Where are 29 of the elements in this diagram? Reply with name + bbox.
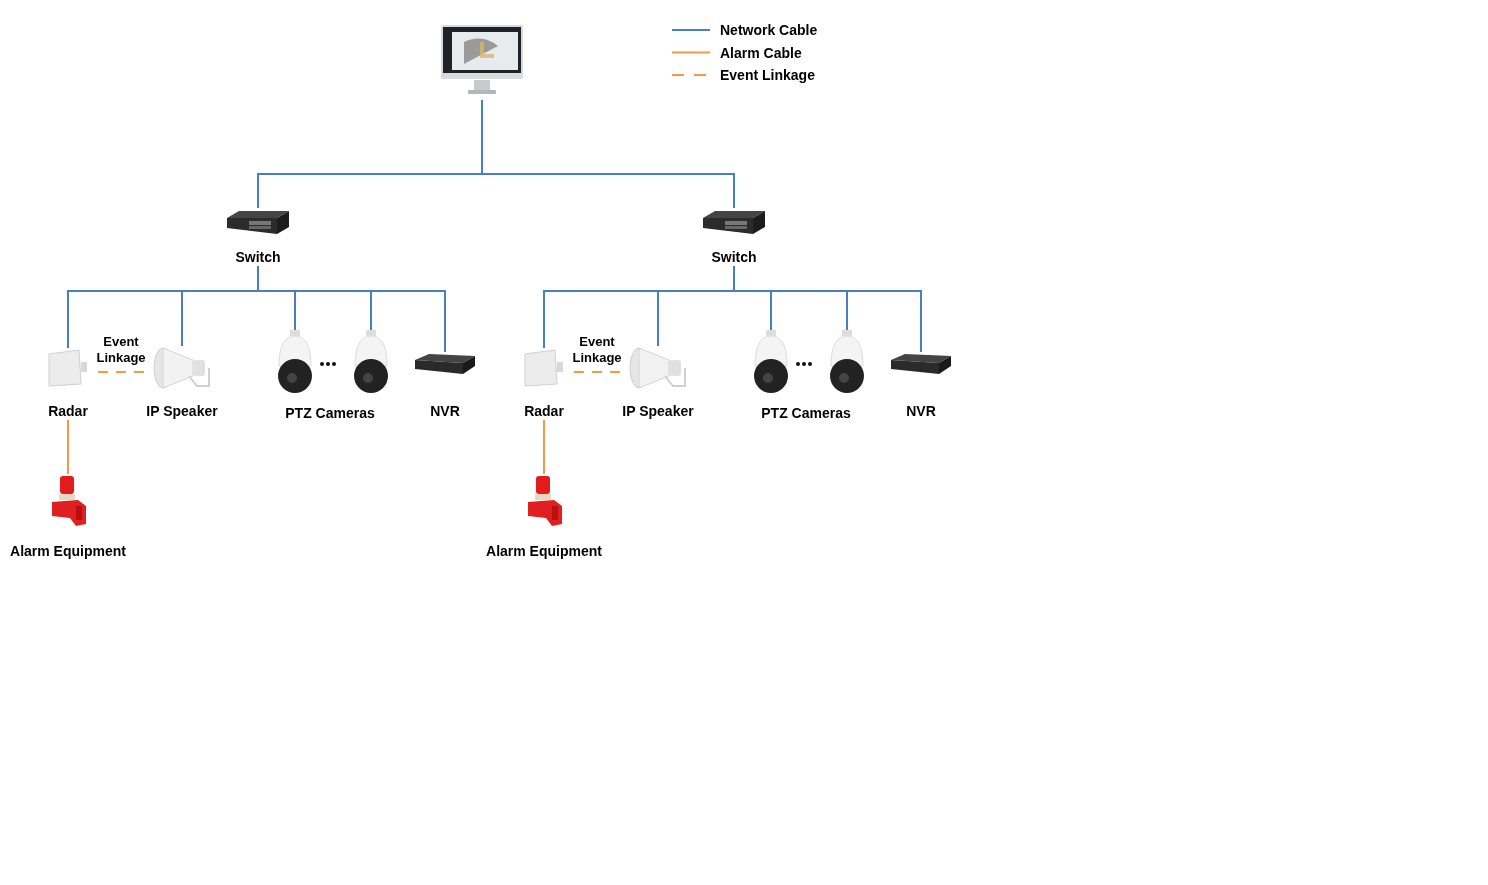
cable-line xyxy=(543,419,545,475)
device-label: Alarm Equipment xyxy=(486,542,602,560)
device-label: Switch xyxy=(711,248,757,266)
legend-label: Alarm Cable xyxy=(720,43,802,62)
dashed-connector xyxy=(573,371,621,373)
dome-camera-icon xyxy=(752,330,790,396)
dome-camera-icon xyxy=(352,330,390,396)
device-label: Alarm Equipment xyxy=(10,542,126,560)
device-label: Radar xyxy=(48,402,88,420)
legend-label: Event Linkage xyxy=(720,66,815,84)
monitor-icon xyxy=(440,24,524,96)
device-label: NVR xyxy=(906,402,936,420)
device-label: PTZ Cameras xyxy=(760,404,852,422)
device-label: PTZ Cameras xyxy=(284,404,376,422)
cable-line xyxy=(67,419,69,475)
edge-label: Event Linkage xyxy=(94,334,148,366)
device-label: Radar xyxy=(524,402,564,420)
dashed-connector xyxy=(97,371,145,373)
device-label: IP Speaker xyxy=(146,402,218,420)
legend-label: Network Cable xyxy=(720,21,818,39)
cable-line xyxy=(257,265,446,353)
edge-label: Event Linkage xyxy=(570,334,624,366)
dome-camera-icon xyxy=(828,330,866,396)
device-label: IP Speaker xyxy=(622,402,694,420)
device-label: NVR xyxy=(430,402,460,420)
device-label: Switch xyxy=(235,248,281,266)
cable-line xyxy=(481,99,735,209)
dome-camera-icon xyxy=(276,330,314,396)
cable-line xyxy=(733,265,922,353)
